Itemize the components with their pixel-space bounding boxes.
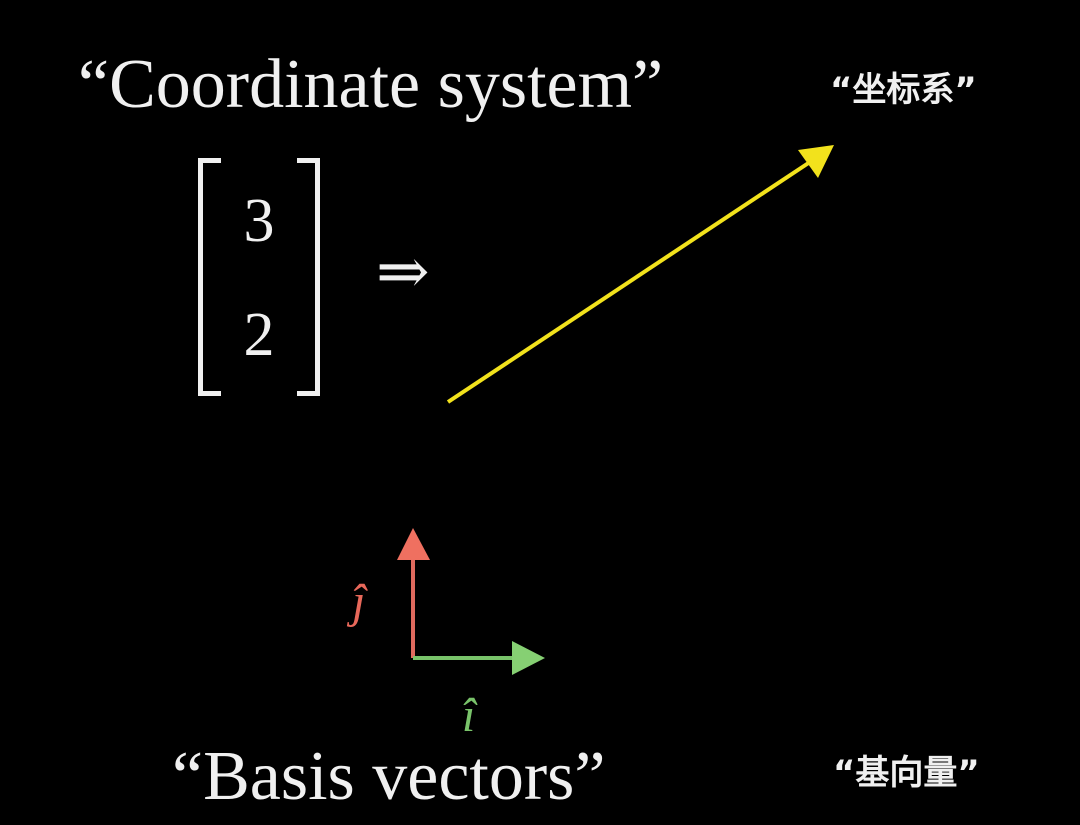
- yellow-vector-arrow: [446, 145, 834, 404]
- basis-vectors-title: “Basis vectors”: [172, 738, 606, 815]
- vector-entry-y: 2: [243, 301, 275, 369]
- right-bracket: [297, 158, 320, 396]
- implies-arrow-icon: ⇒: [376, 235, 430, 309]
- i-hat-arrow: [413, 641, 545, 675]
- coordinate-system-title: “Coordinate system”: [78, 46, 664, 123]
- i-hat-label: î: [462, 689, 476, 742]
- j-hat-label: ĵ: [352, 575, 366, 628]
- coordinate-system-title-zh: “坐标系”: [830, 70, 977, 110]
- vector-entry-x: 3: [243, 187, 275, 255]
- j-hat-arrow: [397, 528, 430, 658]
- column-vector: 3 2: [198, 158, 320, 396]
- basis-vectors-title-zh: “基向量”: [833, 753, 980, 793]
- left-bracket: [198, 158, 221, 396]
